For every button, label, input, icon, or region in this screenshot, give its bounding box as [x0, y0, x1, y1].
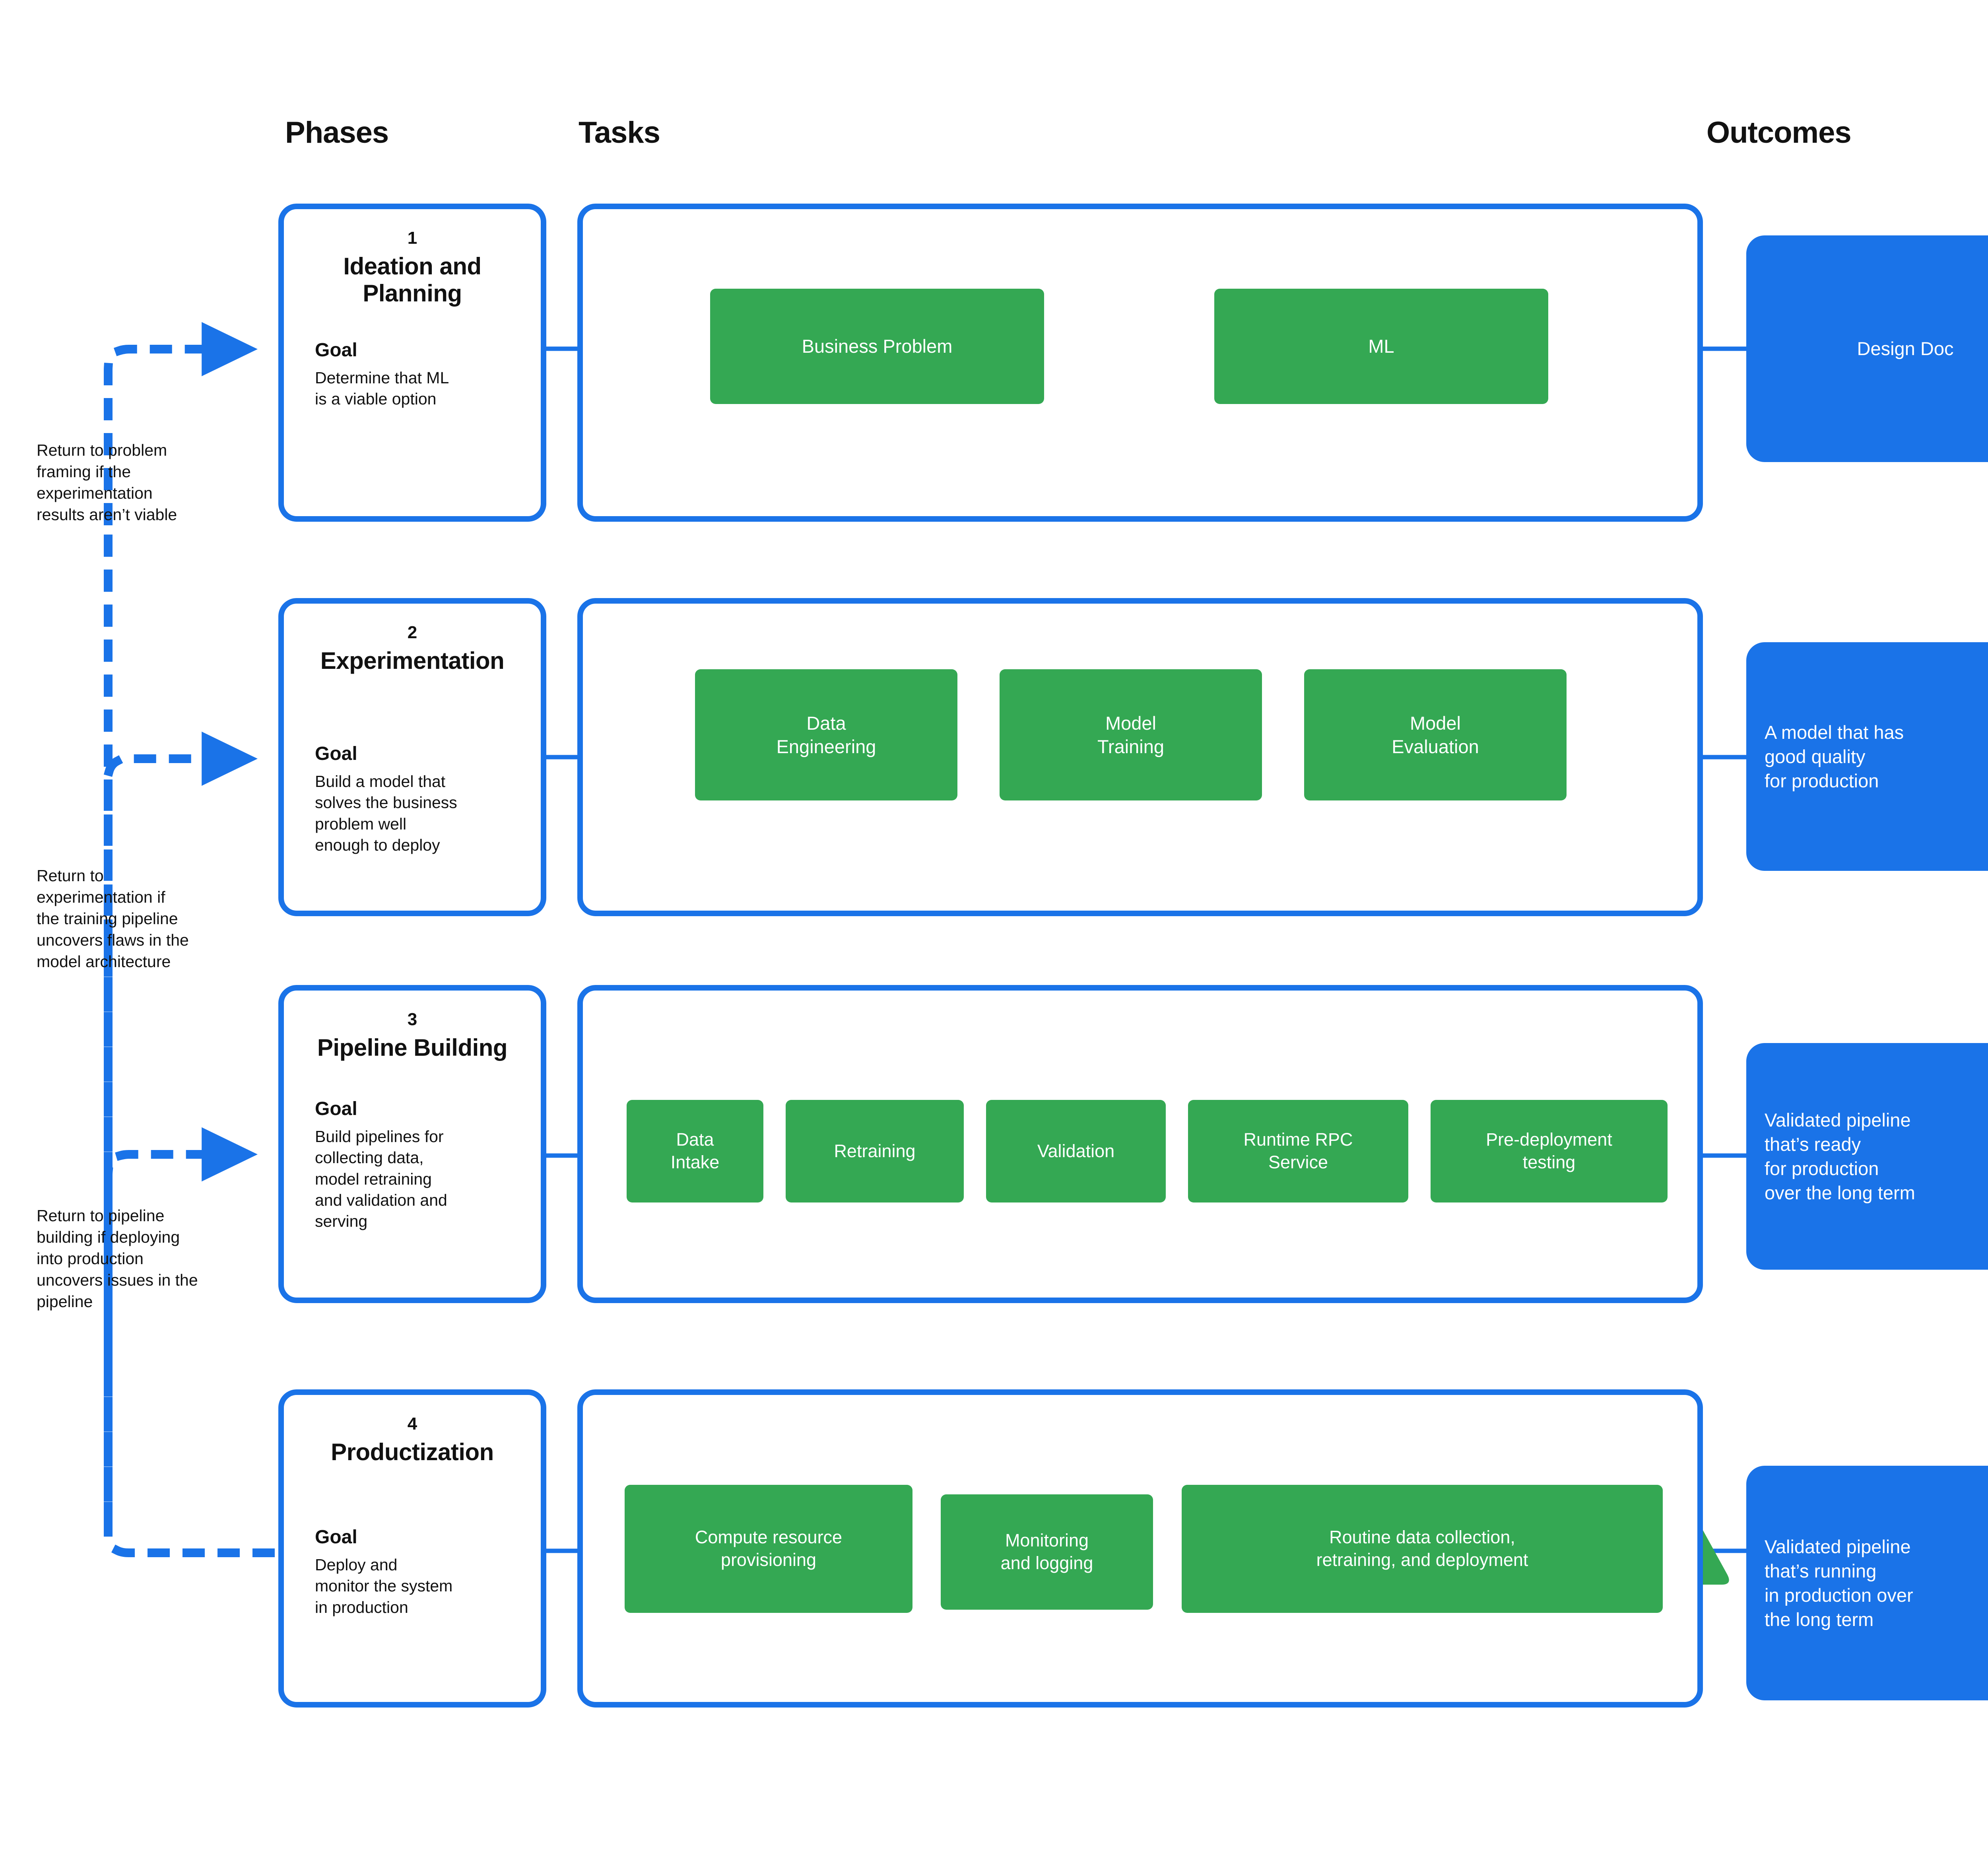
outcome-box-1[interactable]: Design Doc — [1746, 235, 1988, 462]
phase-number-4: 4 — [407, 1414, 417, 1434]
tasks-card-1: Business Problem ML — [577, 204, 1703, 522]
task-box-retraining[interactable]: Retraining — [786, 1100, 964, 1202]
phase-card-3[interactable]: 3 Pipeline Building Goal Build pipelines… — [278, 985, 546, 1303]
phase-number-3: 3 — [407, 1010, 417, 1029]
goal-label-2: Goal — [315, 743, 357, 764]
task-box-routine-data-collection[interactable]: Routine data collection,retraining, and … — [1182, 1485, 1663, 1613]
task-box-business-problem[interactable]: Business Problem — [710, 289, 1044, 404]
task-box-validation[interactable]: Validation — [986, 1100, 1166, 1202]
phase-number-2: 2 — [407, 623, 417, 642]
goal-label-3: Goal — [315, 1098, 357, 1119]
phase-title-3: Pipeline Building — [317, 1034, 508, 1061]
column-header-outcomes: Outcomes — [1706, 116, 1852, 150]
column-header-phases: Phases — [285, 116, 389, 150]
tasks-to-outcome-connectors — [1703, 346, 1746, 1553]
phase-number-1: 1 — [407, 228, 417, 248]
phase-card-2[interactable]: 2 Experimentation Goal Build a model tha… — [278, 598, 546, 916]
task-box-ml[interactable]: ML — [1214, 289, 1548, 404]
phase-title-2: Experimentation — [320, 647, 505, 674]
column-header-tasks: Tasks — [579, 116, 660, 150]
phase-title-4: Productization — [331, 1439, 494, 1465]
goal-label-4: Goal — [315, 1527, 357, 1548]
goal-label-1: Goal — [315, 340, 357, 361]
phase-to-tasks-connectors — [546, 346, 577, 1553]
